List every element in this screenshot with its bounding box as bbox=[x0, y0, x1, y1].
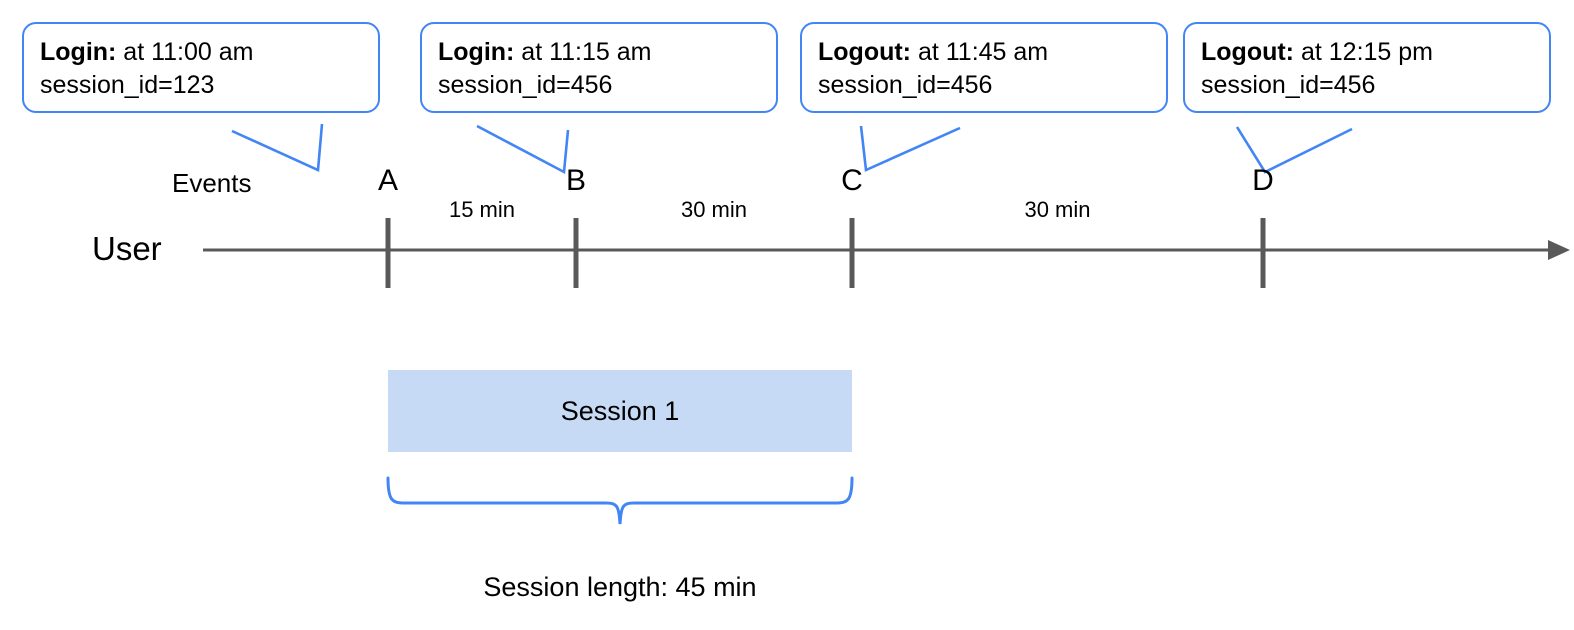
tick-label-b: B bbox=[565, 164, 586, 197]
callout-d-detail: at 12:15 pm bbox=[1294, 38, 1433, 66]
axis-arrowhead bbox=[1548, 240, 1570, 260]
callout-login-a: Login: at 11:00 am session_id=123 bbox=[22, 22, 380, 113]
callout-a-session-id: session_id=123 bbox=[40, 70, 215, 99]
session-bar: Session 1 bbox=[388, 370, 852, 452]
callout-b-event-type: Login: bbox=[438, 38, 515, 66]
callout-b-detail: at 11:15 am bbox=[514, 38, 652, 66]
callout-tail-c bbox=[859, 125, 961, 172]
interval-label-c-d: 30 min bbox=[1024, 197, 1091, 222]
tick-label-a: A bbox=[377, 164, 398, 197]
callout-d-session-id: session_id=456 bbox=[1201, 70, 1376, 99]
event-tick-marks bbox=[385, 218, 1266, 288]
callout-a-detail: at 11:00 am bbox=[116, 38, 254, 66]
callout-logout-d: Logout: at 12:15 pm session_id=456 bbox=[1183, 22, 1551, 113]
callout-tail-a bbox=[231, 123, 324, 172]
interval-label-b-c: 30 min bbox=[680, 197, 748, 222]
callout-c-session-id: session_id=456 bbox=[818, 70, 993, 99]
callout-c-event-type: Logout: bbox=[818, 38, 912, 66]
callout-login-b: Login: at 11:15 am session_id=456 bbox=[420, 22, 778, 113]
callout-d-event-type: Logout: bbox=[1201, 38, 1295, 66]
session-length-brace bbox=[386, 476, 854, 525]
session-length-caption: Session length: 45 min bbox=[483, 572, 757, 602]
callout-c-detail: at 11:45 am bbox=[911, 38, 1049, 66]
timeline-axis bbox=[203, 240, 1570, 260]
session-bar-label: Session 1 bbox=[560, 395, 680, 426]
tick-label-c: C bbox=[841, 164, 863, 197]
callout-c-line1: Logout: at 11:45 am bbox=[818, 36, 1150, 69]
callout-d-line1: Logout: at 12:15 pm bbox=[1201, 36, 1533, 69]
callout-b-session-id: session_id=456 bbox=[438, 70, 613, 99]
callout-tail-b bbox=[476, 124, 570, 175]
callout-b-line1: Login: at 11:15 am bbox=[438, 36, 760, 69]
tick-label-d: D bbox=[1252, 164, 1274, 197]
callout-logout-c: Logout: at 11:45 am session_id=456 bbox=[800, 22, 1168, 113]
interval-label-a-b: 15 min bbox=[448, 197, 516, 222]
row-label-events: Events bbox=[172, 168, 252, 198]
callout-a-line1: Login: at 11:00 am bbox=[40, 36, 362, 69]
row-label-user: User bbox=[92, 230, 162, 267]
callout-a-event-type: Login: bbox=[40, 38, 117, 66]
